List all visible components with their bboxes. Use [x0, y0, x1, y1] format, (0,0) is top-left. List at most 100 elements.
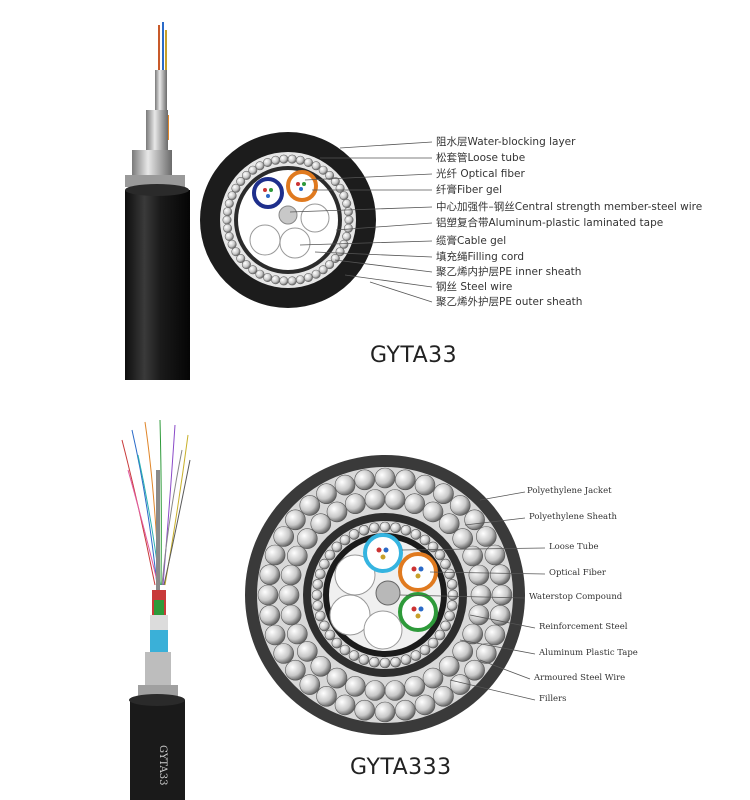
steel-wire-strand: [241, 260, 251, 270]
steel-wire-strand: [489, 564, 511, 585]
steel-wire-strand: [348, 529, 360, 540]
model-title-gyta333: GYTA333: [350, 755, 452, 780]
steel-wire-strand: [414, 474, 436, 496]
label-loose-tube: 松套管Loose tube: [436, 152, 526, 164]
steel-wire-strand: [236, 177, 246, 187]
steel-wire-strand: [491, 584, 513, 606]
steel-wire-strand: [299, 495, 321, 516]
steel-wire-strand: [468, 564, 490, 586]
steel-wire-strand: [263, 272, 273, 282]
steel-wire-strand: [311, 589, 323, 601]
gyta333-illustration: GYTA33: [121, 419, 546, 800]
steel-wire-strand: [390, 522, 401, 534]
steel-wire-strand: [295, 275, 305, 285]
steel-wire-strand: [379, 521, 391, 533]
label-central-strength-member: 中心加强件–钢丝Central strength member-steel wi…: [436, 201, 703, 213]
steel-wire-strand: [264, 624, 286, 646]
steel-wire-strand: [400, 525, 412, 536]
steel-wire-strand: [311, 269, 321, 279]
label-fillers: Fillers: [539, 694, 567, 704]
gyta33-leader-lines: [289, 141, 433, 303]
steel-wire-strand: [462, 623, 484, 645]
cable-print-text: GYTA33: [157, 745, 168, 785]
steel-wire-strand: [271, 155, 281, 165]
steel-wire-strand: [303, 158, 313, 168]
steel-wire-strand: [449, 674, 471, 695]
steel-wire-strand: [433, 483, 454, 504]
steel-wire-strand: [446, 579, 458, 590]
model-title-gyta33: GYTA33: [370, 343, 458, 368]
steel-wire-strand: [344, 675, 366, 697]
steel-wire-strand: [339, 534, 351, 546]
steel-wire-strand: [484, 544, 506, 566]
steel-wire-strand: [316, 483, 337, 504]
steel-wire-strand: [339, 644, 351, 656]
steel-wire-strand: [280, 564, 302, 586]
gyta333-cross-section: [245, 455, 525, 735]
steel-wire-strand: [227, 239, 237, 249]
label-cable-gel: 缆膏Cable gel: [436, 235, 507, 247]
steel-wire-strand: [447, 589, 459, 601]
steel-wire-strand: [286, 623, 308, 645]
label-reinforcement-steel: Reinforcement Steel: [539, 622, 628, 632]
steel-wire-strand: [394, 469, 416, 491]
steel-wire-strand: [434, 629, 446, 641]
steel-wire-strand: [342, 199, 352, 209]
gyta33-cross-section: [200, 132, 376, 308]
gyta333-leader-lines: [399, 491, 546, 701]
steel-wire-strand: [286, 545, 308, 567]
label-optical-fiber: 光纤 Optical fiber: [436, 168, 525, 180]
steel-wire-strand: [273, 643, 295, 664]
steel-wire-strand: [374, 701, 396, 723]
label-water-blocking-layer: 阻水层Water-blocking layer: [436, 136, 576, 148]
steel-wire-strand: [334, 474, 356, 496]
steel-wire-strand: [384, 680, 406, 701]
steel-wire-strand: [224, 232, 234, 242]
steel-wire-strand: [314, 610, 326, 622]
steel-wire-strand: [354, 699, 376, 721]
gyta33-cable-side-view: [125, 22, 190, 380]
label-pe-outer-sheath: 聚乙烯外护层PE outer sheath: [436, 296, 583, 308]
steel-wire-strand: [299, 674, 321, 695]
steel-wire-strand: [241, 170, 251, 180]
steel-wire-strand: [452, 641, 474, 662]
steel-wire-strand: [314, 568, 326, 580]
steel-wire-strand: [452, 528, 474, 549]
steel-wire-strand: [364, 680, 386, 701]
steel-wire-strand: [248, 165, 258, 175]
steel-wire-strand: [358, 654, 370, 666]
steel-wire-strand: [419, 534, 431, 546]
steel-wire-strand: [348, 650, 360, 661]
steel-wire-strand: [484, 624, 506, 646]
steel-wire-strand: [419, 644, 431, 656]
steel-wire-strand: [394, 699, 416, 721]
steel-wire-strand: [279, 154, 289, 164]
steel-wire-strand: [475, 526, 497, 547]
steel-wire-strand: [444, 610, 456, 622]
steel-wire-strand: [422, 501, 444, 523]
label-filling-cord: 填充绳Filling cord: [436, 251, 525, 263]
steel-wire-strand: [257, 584, 279, 606]
gyta33-illustration: [125, 22, 433, 380]
steel-wire-strand: [335, 183, 345, 193]
steel-wire-strand: [278, 584, 300, 606]
steel-wire-strand: [223, 223, 233, 233]
gyta333-panel: GYTA33: [0, 400, 750, 800]
label-aluminum-plastic-tape-2: Aluminum Plastic Tape: [539, 648, 638, 658]
label-loose-tube-2: Loose Tube: [549, 542, 599, 552]
label-polyethylene-jacket: Polyethylene Jacket: [527, 486, 612, 496]
gyta333-cable-side-view: GYTA33: [121, 419, 191, 800]
label-aluminum-plastic-tape: 铝塑复合带Aluminum-plastic laminated tape: [436, 217, 664, 229]
gyta33-panel: 阻水层Water-blocking layer 松套管Loose tube 光纤…: [125, 22, 703, 380]
steel-wire-strand: [369, 522, 380, 534]
steel-wire-strand: [344, 493, 366, 514]
steel-wire-strand: [468, 604, 490, 626]
steel-wire-strand: [223, 207, 233, 217]
steel-wire-strand: [335, 247, 345, 257]
steel-wire-strand: [339, 191, 349, 201]
steel-wire-strand: [303, 272, 313, 282]
steel-wire-strand: [324, 549, 336, 561]
steel-wire-strand: [427, 637, 439, 649]
steel-wire-strand: [440, 558, 451, 570]
steel-wire-strand: [231, 247, 241, 257]
